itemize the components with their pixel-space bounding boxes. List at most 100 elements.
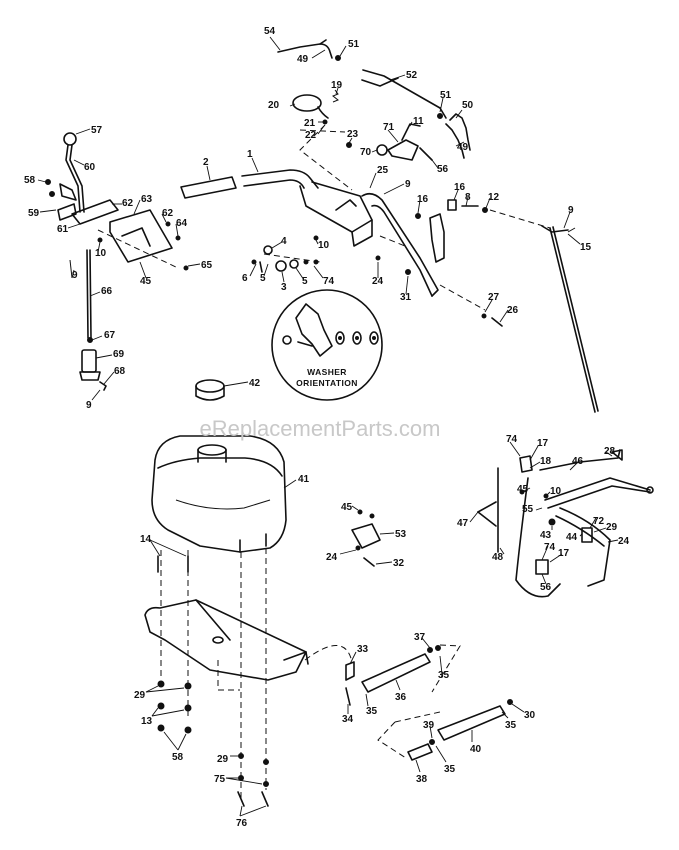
callout-11: 11 (413, 116, 424, 127)
callout-25: 25 (377, 165, 389, 176)
callout-72: 72 (593, 516, 605, 527)
callout-4: 4 (281, 236, 287, 247)
callout-24: 24 (326, 552, 338, 563)
callout-29: 29 (606, 522, 618, 533)
callout-21: 21 (304, 118, 316, 129)
callout-30: 30 (524, 710, 536, 721)
callout-22: 22 (305, 130, 317, 141)
callout-1: 1 (247, 149, 253, 160)
shift-rod-assembly (277, 39, 471, 159)
callout-61: 61 (57, 224, 69, 235)
callout-62: 62 (162, 208, 174, 219)
callout-56: 56 (540, 582, 552, 593)
guide-line (379, 235, 406, 247)
callout-35: 35 (366, 706, 378, 717)
guide-line (97, 229, 179, 269)
callout-2: 2 (203, 157, 209, 168)
callout-9: 9 (568, 205, 574, 216)
fuel-cap (195, 379, 225, 401)
callout-10: 10 (95, 248, 107, 259)
callout-24: 24 (372, 276, 384, 287)
shift-lever-left (45, 132, 189, 271)
callout-34: 34 (342, 714, 354, 725)
callout-35: 35 (505, 720, 517, 731)
callout-58: 58 (24, 175, 36, 186)
guide-line (489, 209, 551, 229)
callout-43: 43 (540, 530, 552, 541)
callout-10: 10 (318, 240, 330, 251)
callout-58: 58 (172, 752, 184, 763)
callout-31: 31 (400, 292, 412, 303)
handle-assembly (180, 169, 488, 297)
callout-46: 46 (572, 456, 584, 467)
callout-45: 45 (140, 276, 152, 287)
callout-29: 29 (217, 754, 229, 765)
callout-27: 27 (488, 292, 500, 303)
callout-70: 70 (360, 147, 372, 158)
callout-41: 41 (298, 474, 310, 485)
callout-5: 5 (302, 276, 308, 287)
callout-45: 45 (517, 484, 529, 495)
callout-60: 60 (84, 162, 96, 173)
leader-lines (37, 36, 619, 817)
callout-44: 44 (566, 532, 578, 543)
callout-33: 33 (357, 644, 369, 655)
tray-hardware (157, 680, 269, 807)
guide-line (299, 124, 353, 191)
callout-28: 28 (604, 446, 616, 457)
callout-13: 13 (141, 716, 153, 727)
callout-3: 3 (281, 282, 287, 293)
guide-line (439, 284, 486, 311)
callout-48: 48 (492, 552, 504, 563)
callout-40: 40 (470, 744, 482, 755)
callout-62: 62 (122, 198, 134, 209)
callout-26: 26 (507, 305, 519, 316)
callout-55: 55 (522, 504, 534, 515)
callout-37: 37 (414, 632, 426, 643)
callout-52: 52 (406, 70, 418, 81)
callout-54: 54 (264, 26, 276, 37)
callout-35: 35 (438, 670, 450, 681)
callout-74: 74 (323, 276, 335, 287)
callout-76: 76 (236, 818, 248, 829)
callout-numbers: 54 49 51 52 19 20 21 22 51 50 49 71 11 2… (24, 26, 630, 829)
callout-8: 8 (465, 192, 471, 203)
callout-67: 67 (104, 330, 116, 341)
callout-56: 56 (437, 164, 449, 175)
callout-29: 29 (134, 690, 146, 701)
callout-38: 38 (416, 774, 428, 785)
callout-68: 68 (114, 366, 126, 377)
callout-51: 51 (440, 90, 452, 101)
hardware-group (251, 227, 576, 327)
cable-bracket (351, 509, 381, 567)
wiring-harness (477, 449, 654, 598)
callout-16: 16 (417, 194, 429, 205)
callout-10: 10 (550, 486, 562, 497)
callout-24: 24 (618, 536, 630, 547)
callout-74: 74 (506, 434, 518, 445)
callout-50: 50 (462, 100, 474, 111)
callout-36: 36 (395, 692, 407, 703)
callout-6: 6 (242, 273, 248, 284)
callout-53: 53 (395, 529, 407, 540)
callout-69: 69 (113, 349, 125, 360)
callout-17: 17 (537, 438, 549, 449)
callout-23: 23 (347, 129, 359, 140)
callout-12: 12 (488, 192, 500, 203)
fuel-tank (151, 435, 287, 553)
shift-knob (292, 89, 339, 125)
callout-16: 16 (454, 182, 466, 193)
callout-63: 63 (141, 194, 153, 205)
callout-64: 64 (176, 218, 188, 229)
lower-shift-rod (69, 249, 107, 391)
callout-65: 65 (201, 260, 213, 271)
callout-45: 45 (341, 502, 353, 513)
callout-74: 74 (544, 542, 556, 553)
callout-14: 14 (140, 534, 152, 545)
callout-57: 57 (91, 125, 103, 136)
callout-9: 9 (72, 270, 78, 281)
callout-66: 66 (101, 286, 113, 297)
callout-9: 9 (86, 400, 92, 411)
